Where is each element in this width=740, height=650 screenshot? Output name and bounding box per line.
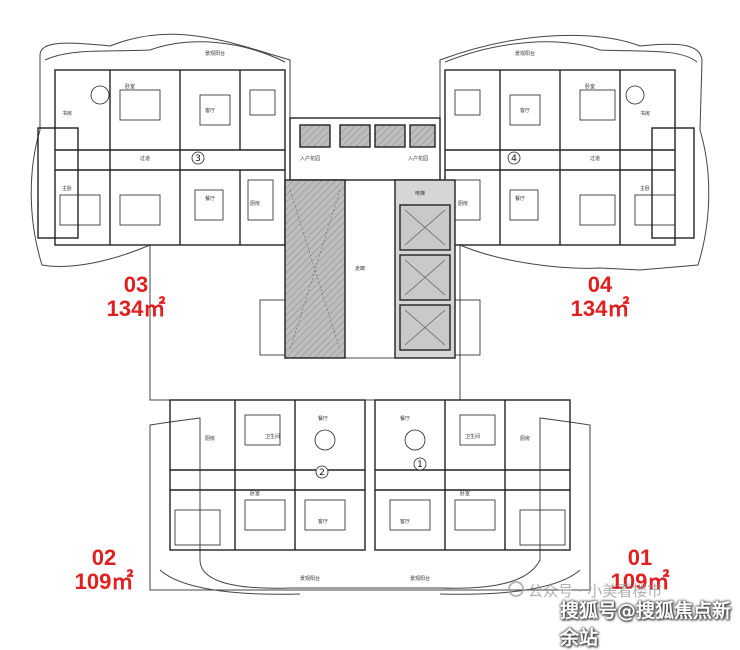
room-label: 过道 (590, 155, 600, 162)
unit-area: 134㎡ (106, 296, 166, 322)
unit-mark-4: 4 (511, 154, 517, 164)
floor-plan: 3 4 2 1 客厅 餐厅 主卧 卧室 厨房 书房 过道 客厅 餐厅 主卧 卧室… (30, 33, 710, 595)
room-label: 景观阳台 (300, 575, 320, 582)
room-label: 餐厅 (515, 195, 525, 202)
room-label: 厨房 (458, 200, 468, 207)
room-label: 客厅 (400, 518, 410, 525)
room-label: 卧室 (250, 490, 260, 497)
unit-label-04: 04 134㎡ (560, 272, 640, 322)
room-label: 卫生间 (465, 433, 480, 440)
unit-03-plan (37, 69, 286, 246)
room-label: 卫生间 (265, 433, 280, 440)
room-label: 书房 (62, 110, 72, 117)
unit-04-plan (444, 69, 695, 246)
room-label: 客厅 (318, 518, 328, 525)
room-labels: 客厅 餐厅 主卧 卧室 厨房 书房 过道 客厅 餐厅 主卧 卧室 厨房 书房 过… (62, 50, 650, 582)
unit-01-plan (374, 399, 571, 551)
unit-number: 02 (91, 545, 117, 570)
room-label: 餐厅 (318, 415, 328, 422)
watermark-sohu: 搜狐号@搜狐焦点新余站 (560, 600, 732, 649)
unit-label-03: 03 134㎡ (96, 272, 176, 322)
room-label: 餐厅 (400, 415, 410, 422)
room-label: 书房 (640, 110, 650, 117)
room-label: 主卧 (62, 185, 72, 192)
unit-area: 109㎡ (610, 569, 670, 595)
room-label: 厨房 (520, 435, 530, 442)
unit-mark-1: 1 (417, 460, 423, 470)
unit-label-02: 02 109㎡ (64, 545, 144, 595)
wechat-icon (508, 581, 524, 597)
room-label: 景观阳台 (410, 575, 430, 582)
central-core (259, 117, 481, 359)
room-label: 卧室 (460, 490, 470, 497)
unit-02-plan (169, 399, 366, 551)
unit-number: 03 (123, 272, 149, 297)
room-label: 客厅 (520, 107, 530, 114)
room-label: 厨房 (250, 200, 260, 207)
unit-area: 134㎡ (570, 296, 630, 322)
room-label: 主卧 (640, 185, 650, 192)
unit-number: 01 (627, 545, 653, 570)
room-label: 入户花园 (408, 155, 428, 162)
room-label: 卧室 (125, 83, 135, 90)
unit-label-01: 01 109㎡ (600, 545, 680, 595)
room-label: 卧室 (585, 83, 595, 90)
room-label: 走廊 (355, 265, 365, 272)
outer-outline (30, 33, 710, 595)
room-label: 电梯 (415, 190, 425, 197)
room-label: 客厅 (205, 107, 215, 114)
unit-mark-3: 3 (195, 154, 201, 164)
unit-number: 04 (587, 272, 613, 297)
room-label: 入户花园 (300, 155, 320, 162)
unit-area: 109㎡ (74, 569, 134, 595)
room-label: 景观阳台 (515, 50, 535, 57)
room-label: 景观阳台 (205, 50, 225, 57)
room-label: 餐厅 (205, 195, 215, 202)
unit-marks: 3 4 2 1 (191, 151, 521, 479)
watermark-gongzhonghao: 公众号 · 小美看楼市 (528, 582, 663, 600)
room-label: 厨房 (205, 435, 215, 442)
room-label: 过道 (140, 155, 150, 162)
unit-mark-2: 2 (319, 468, 325, 478)
